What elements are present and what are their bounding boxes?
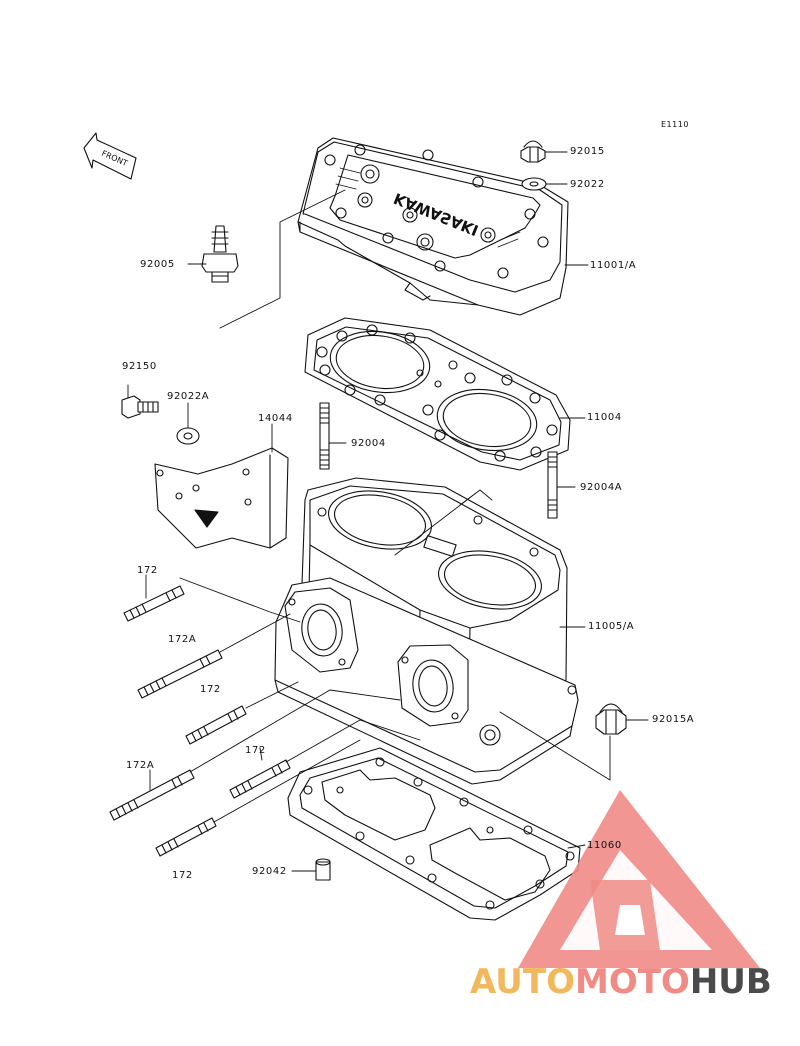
label-172-3: 172 — [245, 745, 266, 756]
label-92004A: 92004A — [580, 482, 623, 493]
label-172A-2: 172A — [126, 760, 155, 771]
watermark-text: AUTOMOTOHUB — [470, 962, 772, 1002]
label-92005: 92005 — [140, 259, 175, 270]
label-92015: 92015 — [570, 146, 605, 157]
label-11005A: 11005/A — [588, 621, 635, 632]
base-gasket — [287, 747, 581, 921]
label-11001A: 11001/A — [590, 260, 637, 271]
washer-92022 — [521, 177, 547, 191]
stud-172A-2 — [109, 769, 195, 821]
fitting-92005 — [201, 225, 239, 283]
label-172-1: 172 — [137, 565, 158, 576]
label-14044: 14044 — [258, 413, 293, 424]
washer-92022A — [176, 427, 200, 445]
head-gasket — [304, 317, 571, 471]
cylinder-block — [274, 477, 579, 785]
front-arrow-icon: FRONT — [83, 132, 137, 180]
stud-92004 — [319, 402, 330, 470]
label-92015A: 92015A — [652, 714, 695, 725]
stud-172A-1 — [137, 649, 223, 699]
watermark-moto: MOTO — [574, 962, 690, 1002]
dowel-pin-92042 — [315, 858, 331, 881]
stud-172-1 — [123, 585, 185, 622]
label-92042: 92042 — [252, 866, 287, 877]
head-bolt-holes — [324, 144, 549, 279]
label-172-4: 172 — [172, 870, 193, 881]
stud-172-3 — [229, 759, 291, 799]
bracket-14044 — [154, 447, 289, 549]
label-92022: 92022 — [570, 179, 605, 190]
label-172A-1: 172A — [168, 634, 197, 645]
label-11060: 11060 — [587, 840, 622, 851]
watermark-auto: AUTO — [470, 962, 575, 1002]
watermark-logo — [518, 790, 760, 968]
stud-92004A — [547, 451, 558, 519]
diagram-code: E1110 — [661, 120, 689, 129]
leader-lines — [127, 151, 649, 872]
stud-172-4 — [155, 817, 217, 857]
cap-nut-92015 — [520, 140, 546, 163]
bolt-92150 — [121, 395, 159, 419]
label-92022A: 92022A — [167, 391, 210, 402]
label-92004: 92004 — [351, 438, 386, 449]
watermark-hub: HUB — [689, 962, 772, 1002]
label-92150: 92150 — [122, 361, 157, 372]
cap-nut-92015A — [595, 703, 627, 735]
label-172-2: 172 — [200, 684, 221, 695]
cylinder-head: KAWASAKI — [297, 137, 569, 316]
gasket-bolt-holes — [316, 324, 558, 462]
label-11004: 11004 — [587, 412, 622, 423]
stud-172-2 — [185, 705, 247, 745]
